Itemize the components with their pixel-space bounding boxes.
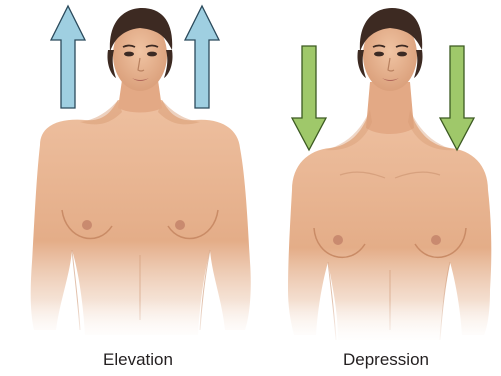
arrow-up-icon	[51, 6, 85, 108]
arrow-down-icon	[292, 46, 326, 150]
arrow-up-icon	[185, 6, 219, 108]
arrow-down-icon	[440, 46, 474, 150]
caption-depression: Depression	[286, 350, 486, 370]
caption-elevation: Elevation	[38, 350, 238, 370]
